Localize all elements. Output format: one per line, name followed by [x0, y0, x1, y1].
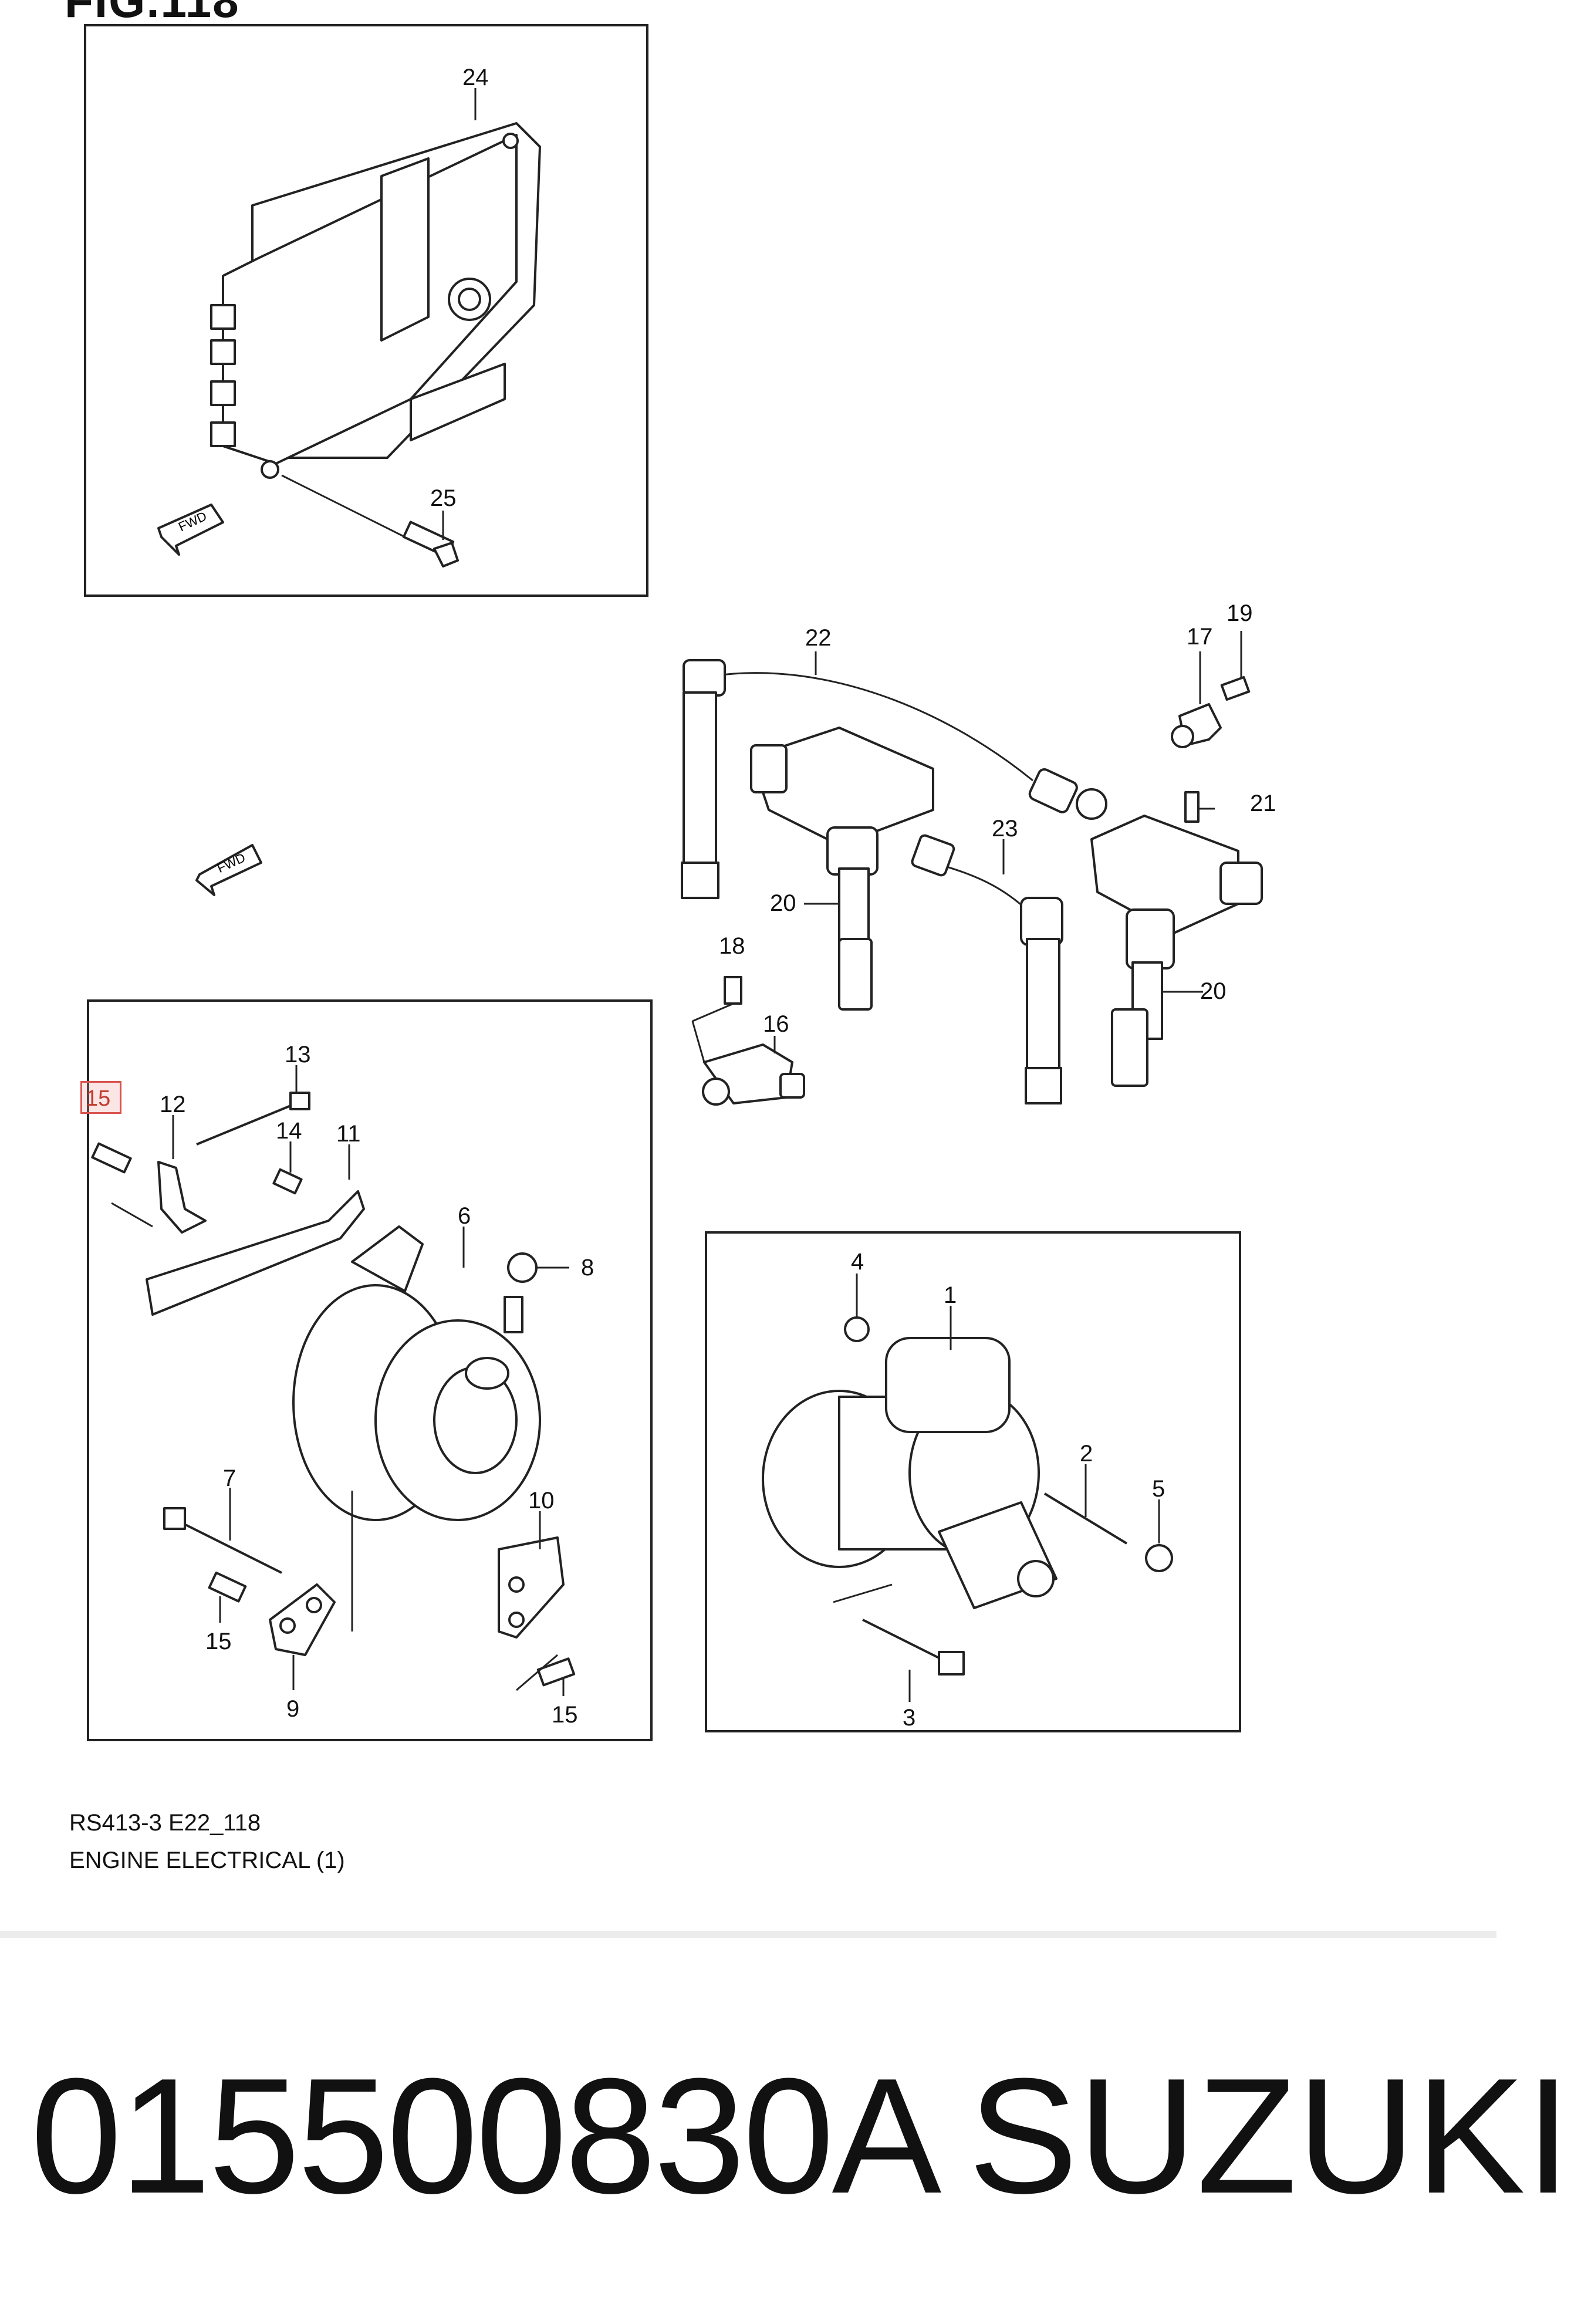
figure-title: FIG.118 [65, 0, 240, 27]
crank-sensor-16 [691, 976, 805, 1106]
caption-title: ENGINE ELECTRICAL (1) [69, 1847, 345, 1873]
bolt-2 [1043, 1464, 1128, 1545]
ignition-cable-23 [911, 834, 1063, 1104]
callout-1: 1 [944, 1282, 957, 1308]
fwd-arrow-mid: FWD [195, 844, 262, 896]
bracket-12 [157, 1115, 207, 1234]
callout-16: 16 [763, 1011, 789, 1037]
ecu-bolt-25 [281, 474, 459, 568]
bracket-11 [146, 1144, 365, 1316]
callout-10: 10 [528, 1488, 555, 1514]
bolt-14 [272, 1141, 303, 1195]
diagram-area: FIG.118 FWD [65, 0, 1276, 1873]
bolt-13 [196, 1065, 310, 1146]
callout-18: 18 [719, 933, 745, 959]
callout-25: 25 [430, 485, 457, 511]
nut-8 [507, 1252, 569, 1283]
callout-4: 4 [851, 1249, 864, 1275]
callout-13: 13 [285, 1042, 311, 1068]
callout-8: 8 [581, 1255, 594, 1281]
alternator-box [87, 999, 653, 1741]
callout-3: 3 [903, 1705, 915, 1731]
callout-9: 9 [286, 1696, 299, 1722]
callout-20-left: 20 [770, 890, 796, 916]
ignition-coil-right [1090, 791, 1263, 1087]
parts-diagram: FWD [84, 24, 1276, 1741]
ignition-cable-22 [681, 651, 1107, 899]
divider-strip [0, 1931, 1496, 1938]
callout-22: 22 [805, 625, 832, 651]
callout-24: 24 [462, 65, 489, 90]
callout-14: 14 [276, 1118, 302, 1144]
callout-6: 6 [458, 1203, 471, 1229]
nut-5 [1145, 1499, 1173, 1572]
bolt-7 [163, 1488, 282, 1574]
callout-12: 12 [160, 1092, 186, 1117]
callout-7: 7 [223, 1465, 236, 1491]
caption-code: RS413-3 E22_118 [69, 1810, 261, 1836]
brand-name: SUZUKI [968, 2045, 1571, 2228]
callout-15-lower-right: 15 [552, 1702, 578, 1728]
ecu-module [210, 88, 541, 479]
callout-15-highlighted: 15 [86, 1086, 111, 1111]
bolt-3 [833, 1583, 965, 1702]
callout-21: 21 [1250, 791, 1276, 816]
bolt-15-top [91, 1142, 153, 1228]
callout-2: 2 [1080, 1441, 1093, 1467]
part-number: 015500830A [31, 2045, 941, 2228]
stay-9 [269, 1583, 336, 1690]
nut-4 [844, 1274, 870, 1342]
alternator-6 [292, 1225, 541, 1631]
bolt-15-lower-left [208, 1571, 247, 1623]
callout-20-right: 20 [1200, 978, 1227, 1004]
bolt-15-lower-right [516, 1654, 576, 1696]
starter-box [705, 1231, 1241, 1732]
highlight-callout-15[interactable]: 15 [80, 1081, 121, 1114]
ignition-coil-left [750, 727, 934, 1011]
fwd-arrow-top: FWD [157, 504, 224, 556]
callout-15-lower-left: 15 [205, 1629, 232, 1654]
callout-23: 23 [992, 816, 1018, 842]
cam-sensor-17 [1171, 631, 1251, 748]
ecu-box [84, 24, 648, 597]
starter-motor-1 [762, 1306, 1058, 1609]
bracket-10 [498, 1511, 565, 1639]
callout-11: 11 [336, 1121, 361, 1147]
callout-5: 5 [1152, 1476, 1165, 1502]
callout-17: 17 [1187, 624, 1213, 650]
callout-19: 19 [1227, 600, 1253, 626]
